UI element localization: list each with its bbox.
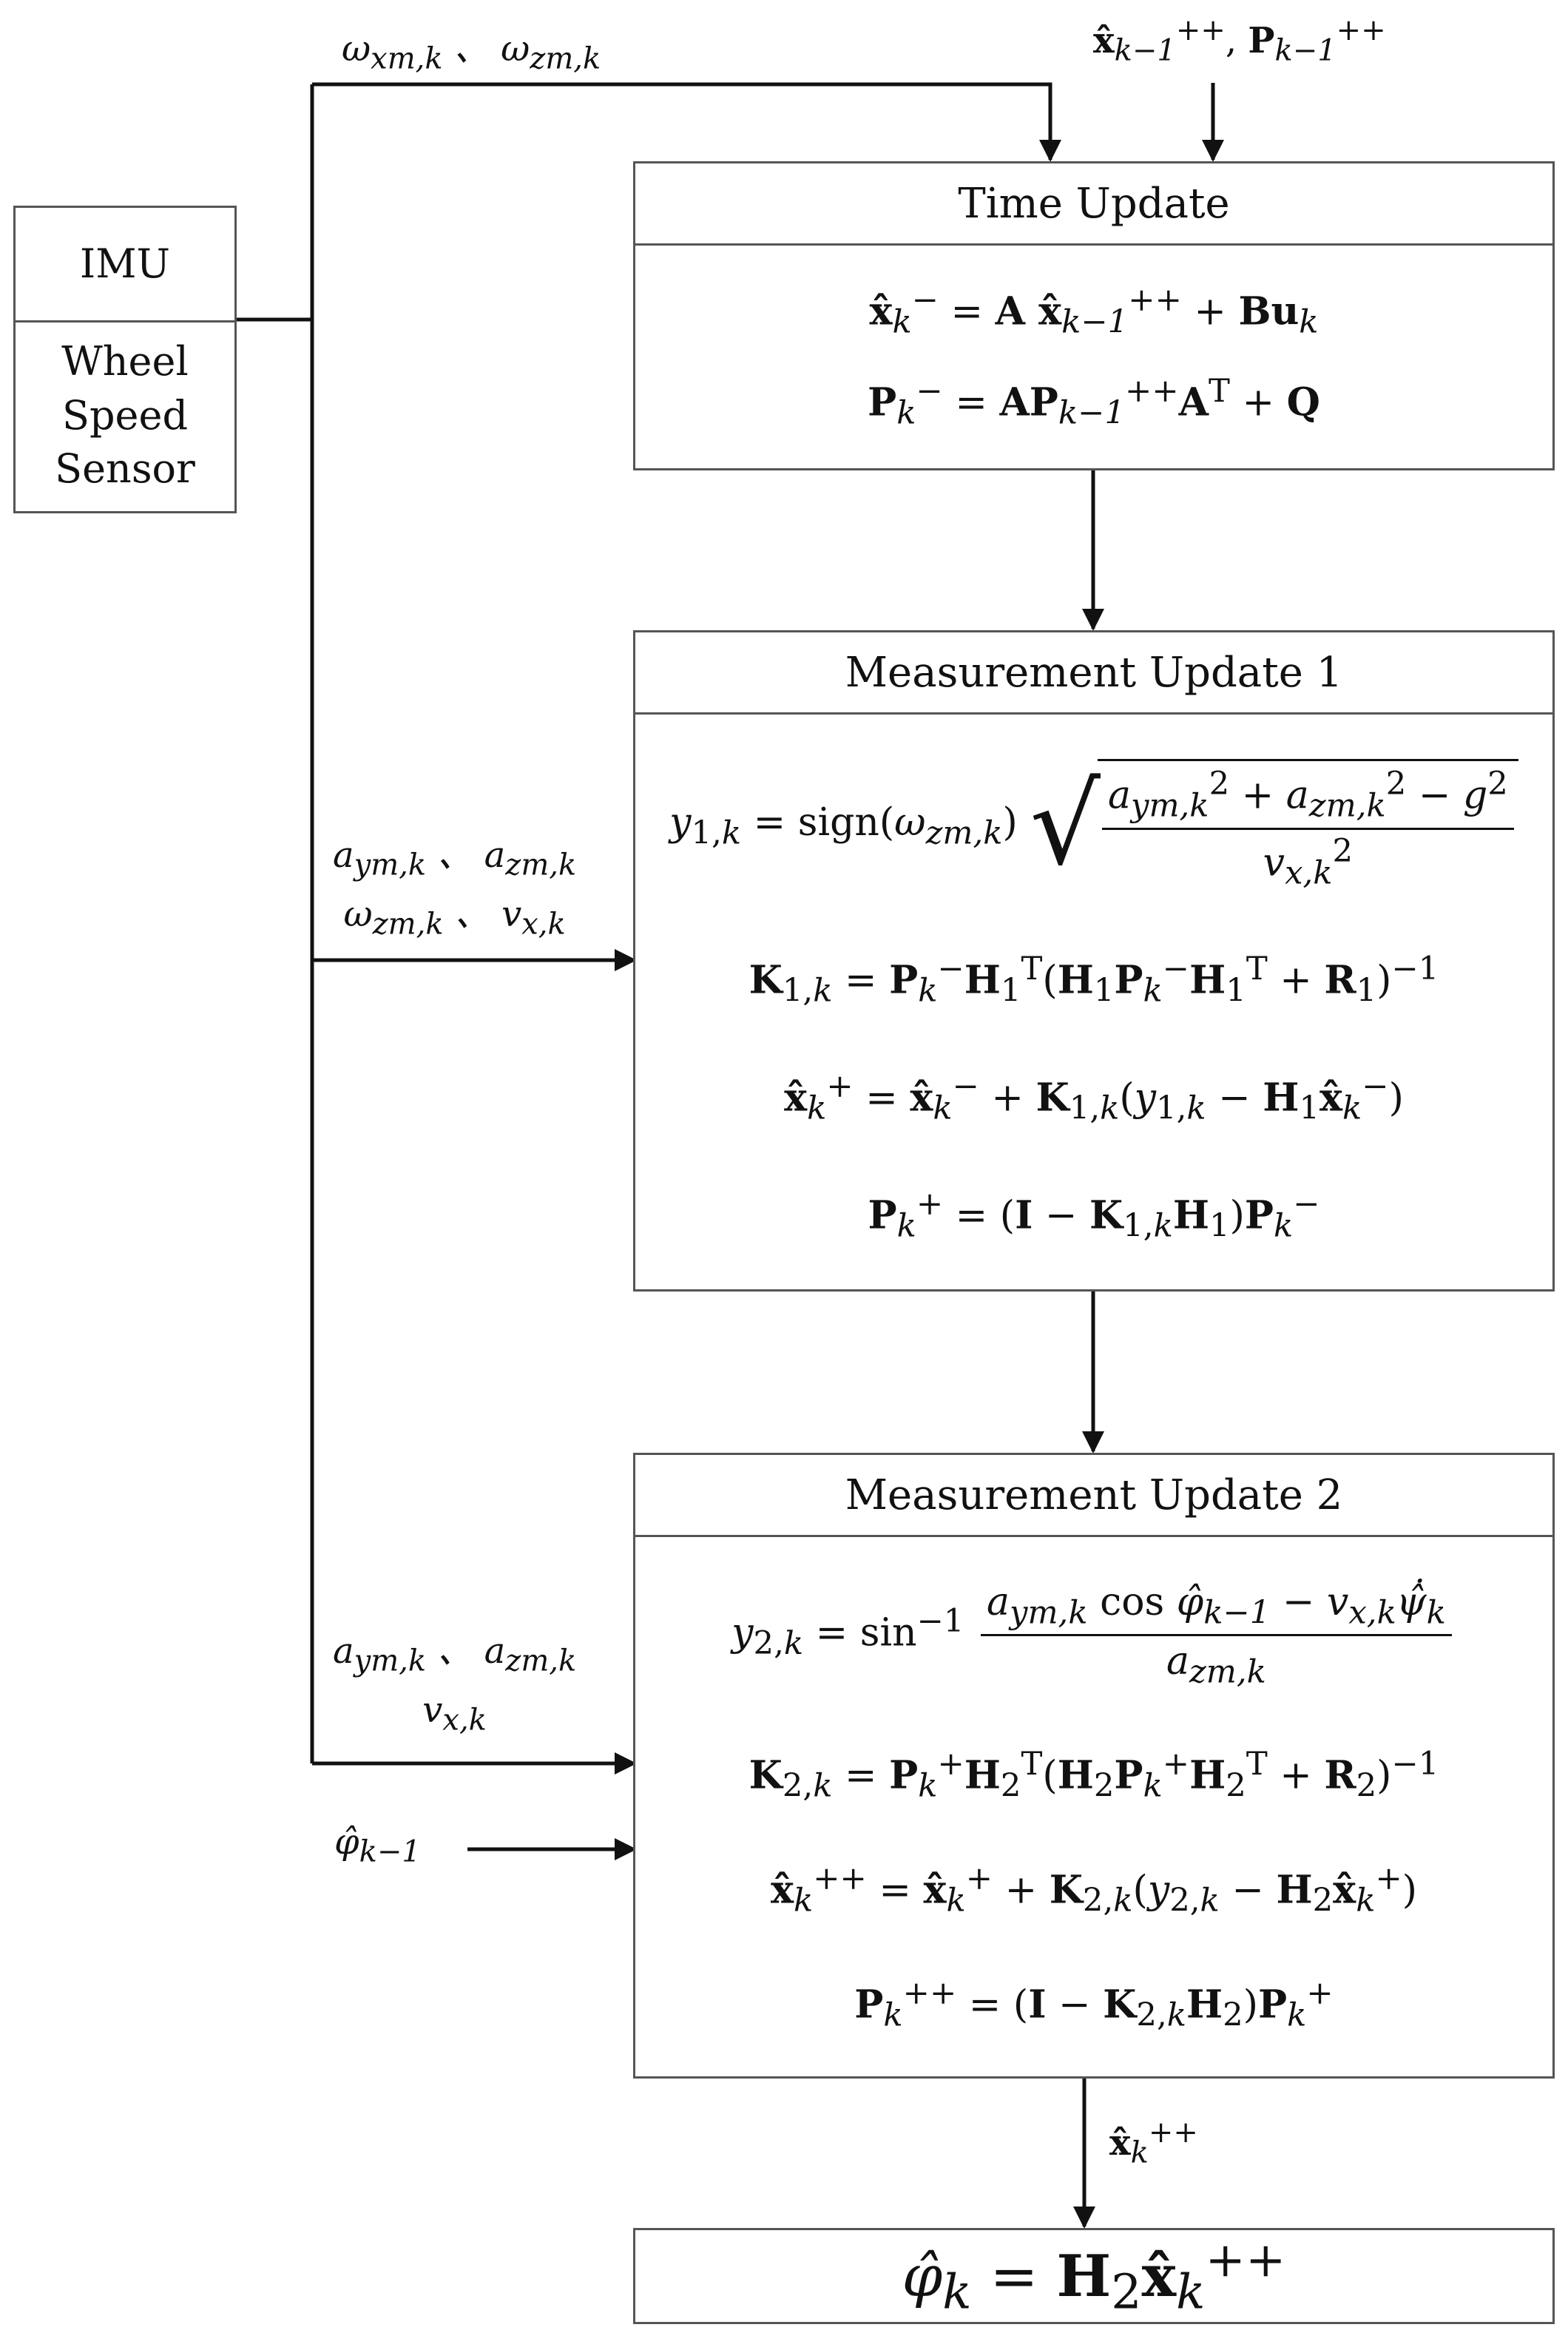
x-plus-update-equation: x̂k+ = x̂k− + K1,k(y1,k − H1x̂k−) <box>784 1068 1404 1127</box>
arrow-omega-to-time-update <box>312 82 1061 162</box>
x-plusplus-update-equation: x̂k++ = x̂k+ + K2,k(y2,k − H2x̂k+) <box>770 1860 1418 1920</box>
input-label-time-update: ωxm,k 、 ωzm,k <box>342 28 601 76</box>
sensor-block: IMU Wheel Speed Sensor <box>13 206 237 513</box>
measurement-update-2-block: Measurement Update 2 y2,k = sin−1 aym,k … <box>633 1453 1555 2079</box>
output-equation: φ̂k = H2x̂k++ <box>902 2232 1286 2320</box>
measurement-update-2-equations: y2,k = sin−1 aym,k cos φ̂k−1 − vx,kψ̂̇k … <box>635 1537 1552 2076</box>
y1-equation: y1,k = sign(ωzm,k) √ aym,k2 + azm,k2 − g… <box>669 758 1518 891</box>
y2-equation: y2,k = sin−1 aym,k cos φ̂k−1 − vx,kψ̂̇k … <box>731 1580 1456 1690</box>
time-update-block: Time Update x̂k− = A x̂k−1++ + Buk Pk− =… <box>633 161 1555 470</box>
k1-gain-equation: K1,k = Pk−H1T(H1Pk−H1T + R1)−1 <box>748 950 1439 1010</box>
input-label-prior: x̂k−1++, Pk−1++ <box>1093 13 1386 68</box>
measurement-update-1-title: Measurement Update 1 <box>635 632 1552 715</box>
wheel-speed-sensor-label: Wheel Speed Sensor <box>55 337 195 493</box>
measurement-update-1-equations: y1,k = sign(ωzm,k) √ aym,k2 + azm,k2 − g… <box>635 715 1552 1289</box>
imu-label: IMU <box>16 208 234 323</box>
measurement-update-2-title: Measurement Update 2 <box>635 1455 1552 1537</box>
input-label-phi-prev: φ̂k−1 <box>334 1821 421 1869</box>
time-update-title: Time Update <box>635 163 1552 246</box>
p-plus-update-equation: Pk+ = (I − K1,kH1)Pk− <box>868 1186 1320 1246</box>
state-prediction-equation: x̂k− = A x̂k−1++ + Buk <box>869 282 1319 342</box>
p-plusplus-update-equation: Pk++ = (I − K2,kH2)Pk+ <box>854 1974 1334 2034</box>
output-label-state: x̂k++ <box>1109 2116 1198 2170</box>
measurement-update-1-block: Measurement Update 1 y1,k = sign(ωzm,k) … <box>633 630 1555 1292</box>
output-block: φ̂k = H2x̂k++ <box>633 2228 1555 2324</box>
time-update-equations: x̂k− = A x̂k−1++ + Buk Pk− = APk−1++AT +… <box>635 246 1552 468</box>
covariance-prediction-equation: Pk− = APk−1++AT + Q <box>868 372 1320 432</box>
k2-gain-equation: K2,k = Pk+H2T(H2Pk+H2T + R2)−1 <box>748 1746 1439 1806</box>
